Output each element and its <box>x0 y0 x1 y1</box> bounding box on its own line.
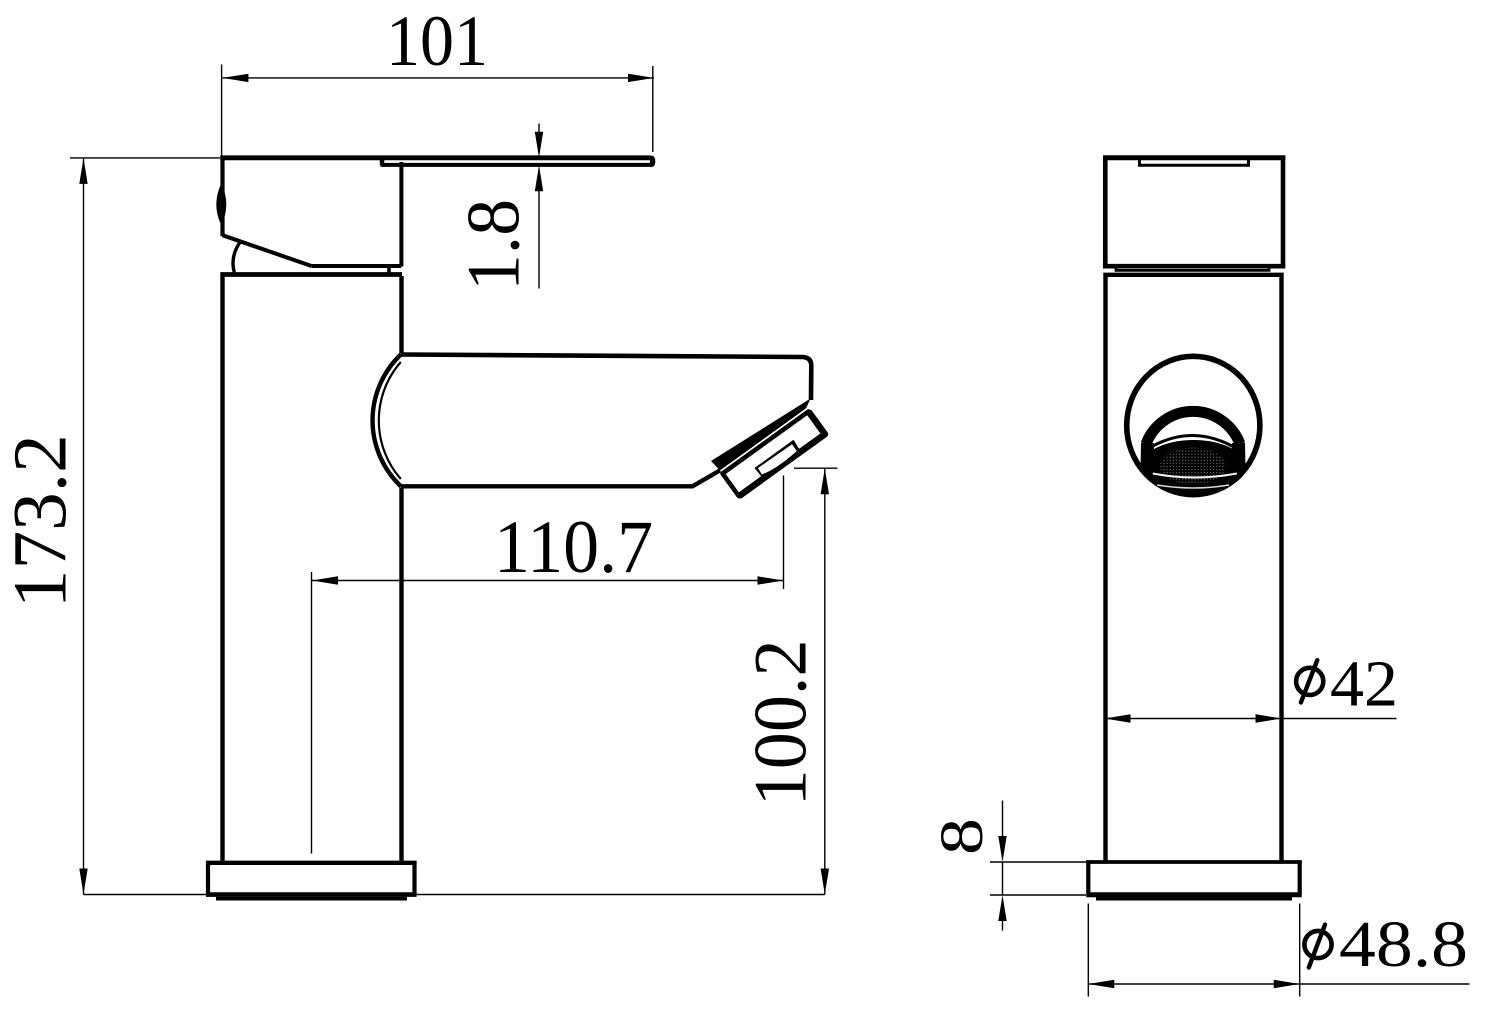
svg-text:1.8: 1.8 <box>453 199 536 291</box>
svg-text:100.2: 100.2 <box>740 639 823 806</box>
svg-text:42: 42 <box>1330 648 1398 721</box>
svg-text:8: 8 <box>929 818 996 855</box>
svg-text:48.8: 48.8 <box>1339 908 1468 981</box>
svg-text:101: 101 <box>386 1 488 81</box>
svg-text:110.7: 110.7 <box>494 506 653 589</box>
svg-text:173.2: 173.2 <box>0 434 83 608</box>
